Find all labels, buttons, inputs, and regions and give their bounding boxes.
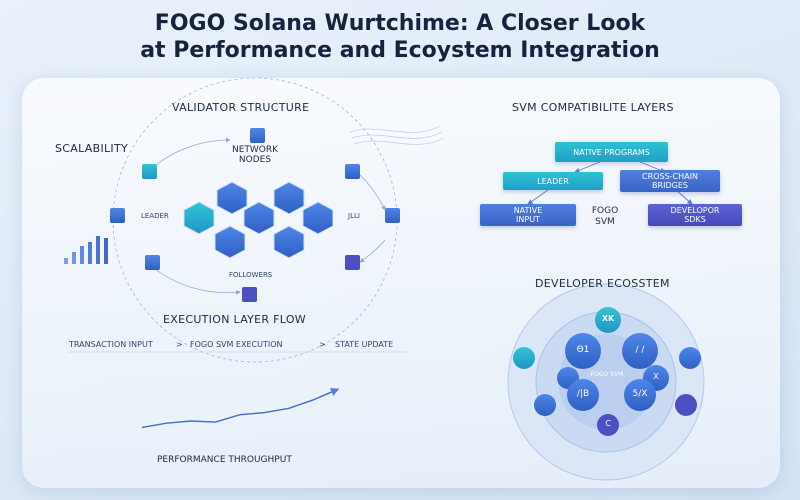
ecosystem-glyph-e1: Θ1 [576, 345, 590, 355]
svm-layers-title: SVM COMPATIBILITE LAYERS [512, 101, 674, 114]
leader-label: LEADER [141, 212, 169, 220]
flow-arrow: > [319, 340, 326, 349]
title-line-2: at Performance and Ecoystem Integration [140, 38, 660, 63]
flow-arrow: > [176, 340, 183, 349]
cross-chain-line-1: CROSS-CHAIN [642, 172, 698, 181]
ecosystem-top-glyph: XK [601, 314, 615, 323]
fogo-line-2: SVM [595, 217, 615, 227]
throughput-line [141, 388, 340, 429]
ecosystem-title: DEVELOPER ECOSSTEM [535, 277, 670, 290]
developor-line-2: SDKS [684, 215, 706, 224]
developor-sdks-box: DEVELOPOR SDKS [648, 204, 742, 226]
performance-title: PERFORMANCE THROUGHPUT [157, 455, 292, 465]
fogo-line-1: FOGO [591, 206, 619, 216]
scalability-label: SCALABILITY [55, 142, 128, 155]
ecosystem-glyph-c: C [605, 419, 611, 428]
transaction-input-label: TRANSACTION INPUT [69, 340, 153, 349]
native-input-line-2: INPUT [516, 215, 540, 224]
developor-line-1: DEVELOPOR [670, 206, 720, 215]
ecosystem-glyph-slash: / / [635, 345, 645, 355]
native-programs-box: NATIVE PROGRAMS [555, 142, 668, 162]
title-line-1: FOGO Solana Wurtchime: A Closer Look [154, 11, 646, 36]
scalability-bars [64, 236, 108, 264]
orbit-arrow [359, 239, 386, 263]
orbit-node-square [110, 128, 400, 302]
followers-label: FOLLOWERS [229, 271, 273, 279]
hexagon-cluster [183, 181, 334, 259]
ecosystem-glyph-5x: 5/X [632, 389, 648, 399]
performance-chart [141, 388, 340, 429]
validator-structure-title: VALIDATOR STRUCTURE [172, 101, 310, 114]
native-input-box: NATIVE INPUT [480, 204, 576, 226]
ecosystem-glyph-x: X [653, 372, 659, 381]
cross-chain-bridges-box: CROSS-CHAIN BRIDGES [620, 170, 720, 192]
right-node-label: JLLI [348, 212, 360, 220]
execution-flow-title: EXECUTION LAYER FLOW [163, 313, 306, 326]
orbit-arrow [149, 264, 241, 295]
wave-decoration [349, 125, 445, 145]
svm-leader-box: LEADER [503, 172, 603, 190]
ecosystem-glyph-jb: /|B [576, 389, 590, 399]
network-nodes-line-2: NODES [238, 155, 272, 165]
orbit-arrow [149, 137, 231, 171]
cross-chain-line-2: BRIDGES [652, 181, 688, 190]
state-update-label: STATE UPDATE [335, 340, 394, 349]
orbit-arrow [359, 174, 386, 211]
page-title: FOGO Solana Wurtchime: A Closer Look at … [0, 10, 800, 64]
network-nodes-label: NETWORK NODES [220, 145, 290, 165]
network-nodes-line-1: NETWORK [231, 145, 279, 155]
fogo-svm-execution-label: FOGO SVM EXECUTION [190, 340, 283, 349]
ecosystem-center-label: FOGO SVM [590, 371, 624, 378]
ecosystem-nodes [513, 307, 701, 436]
native-input-line-1: NATIVE [513, 206, 543, 215]
fogo-svm-label: FOGO SVM [585, 206, 625, 228]
